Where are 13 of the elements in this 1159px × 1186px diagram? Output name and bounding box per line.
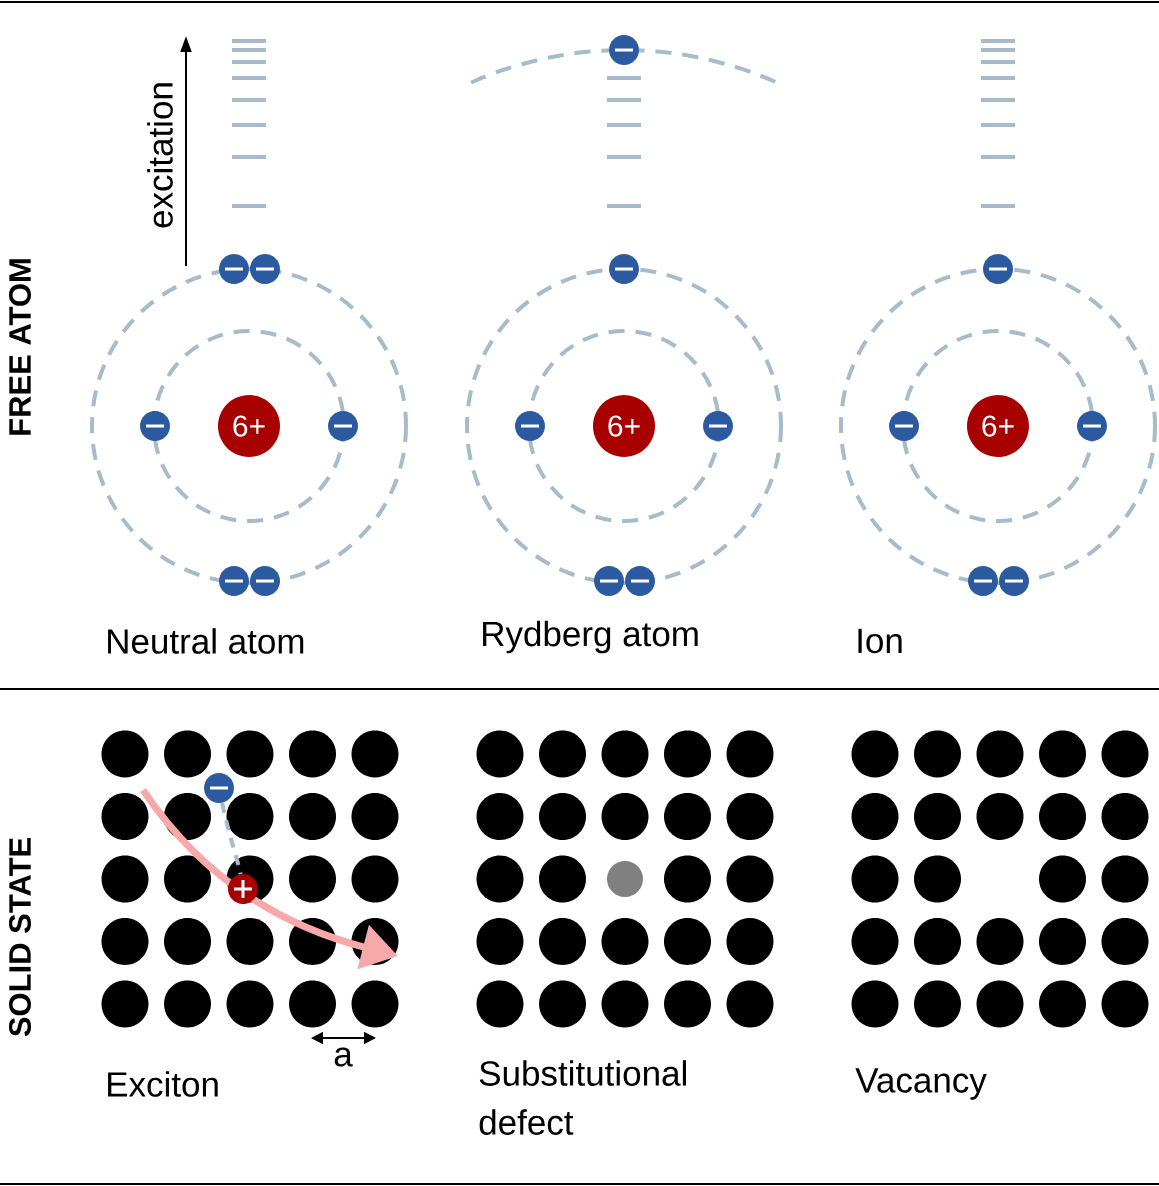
caption: Neutral atom bbox=[108, 628, 304, 654]
axis-label: excitation bbox=[147, 83, 173, 228]
caption: Exciton bbox=[108, 1071, 218, 1097]
caption: Substitutional defect bbox=[479, 1060, 686, 1135]
side-heading: SOLID STATE bbox=[9, 838, 31, 1037]
caption: Ion bbox=[858, 628, 902, 654]
electron-icon bbox=[204, 773, 234, 803]
caption: Rydberg atom bbox=[483, 620, 698, 654]
dimension-label: a bbox=[334, 1047, 353, 1067]
binding-line bbox=[220, 802, 243, 875]
hole-icon bbox=[228, 874, 258, 904]
caption: Vacancy bbox=[855, 1068, 987, 1100]
side-heading: FREE ATOM bbox=[9, 259, 31, 435]
